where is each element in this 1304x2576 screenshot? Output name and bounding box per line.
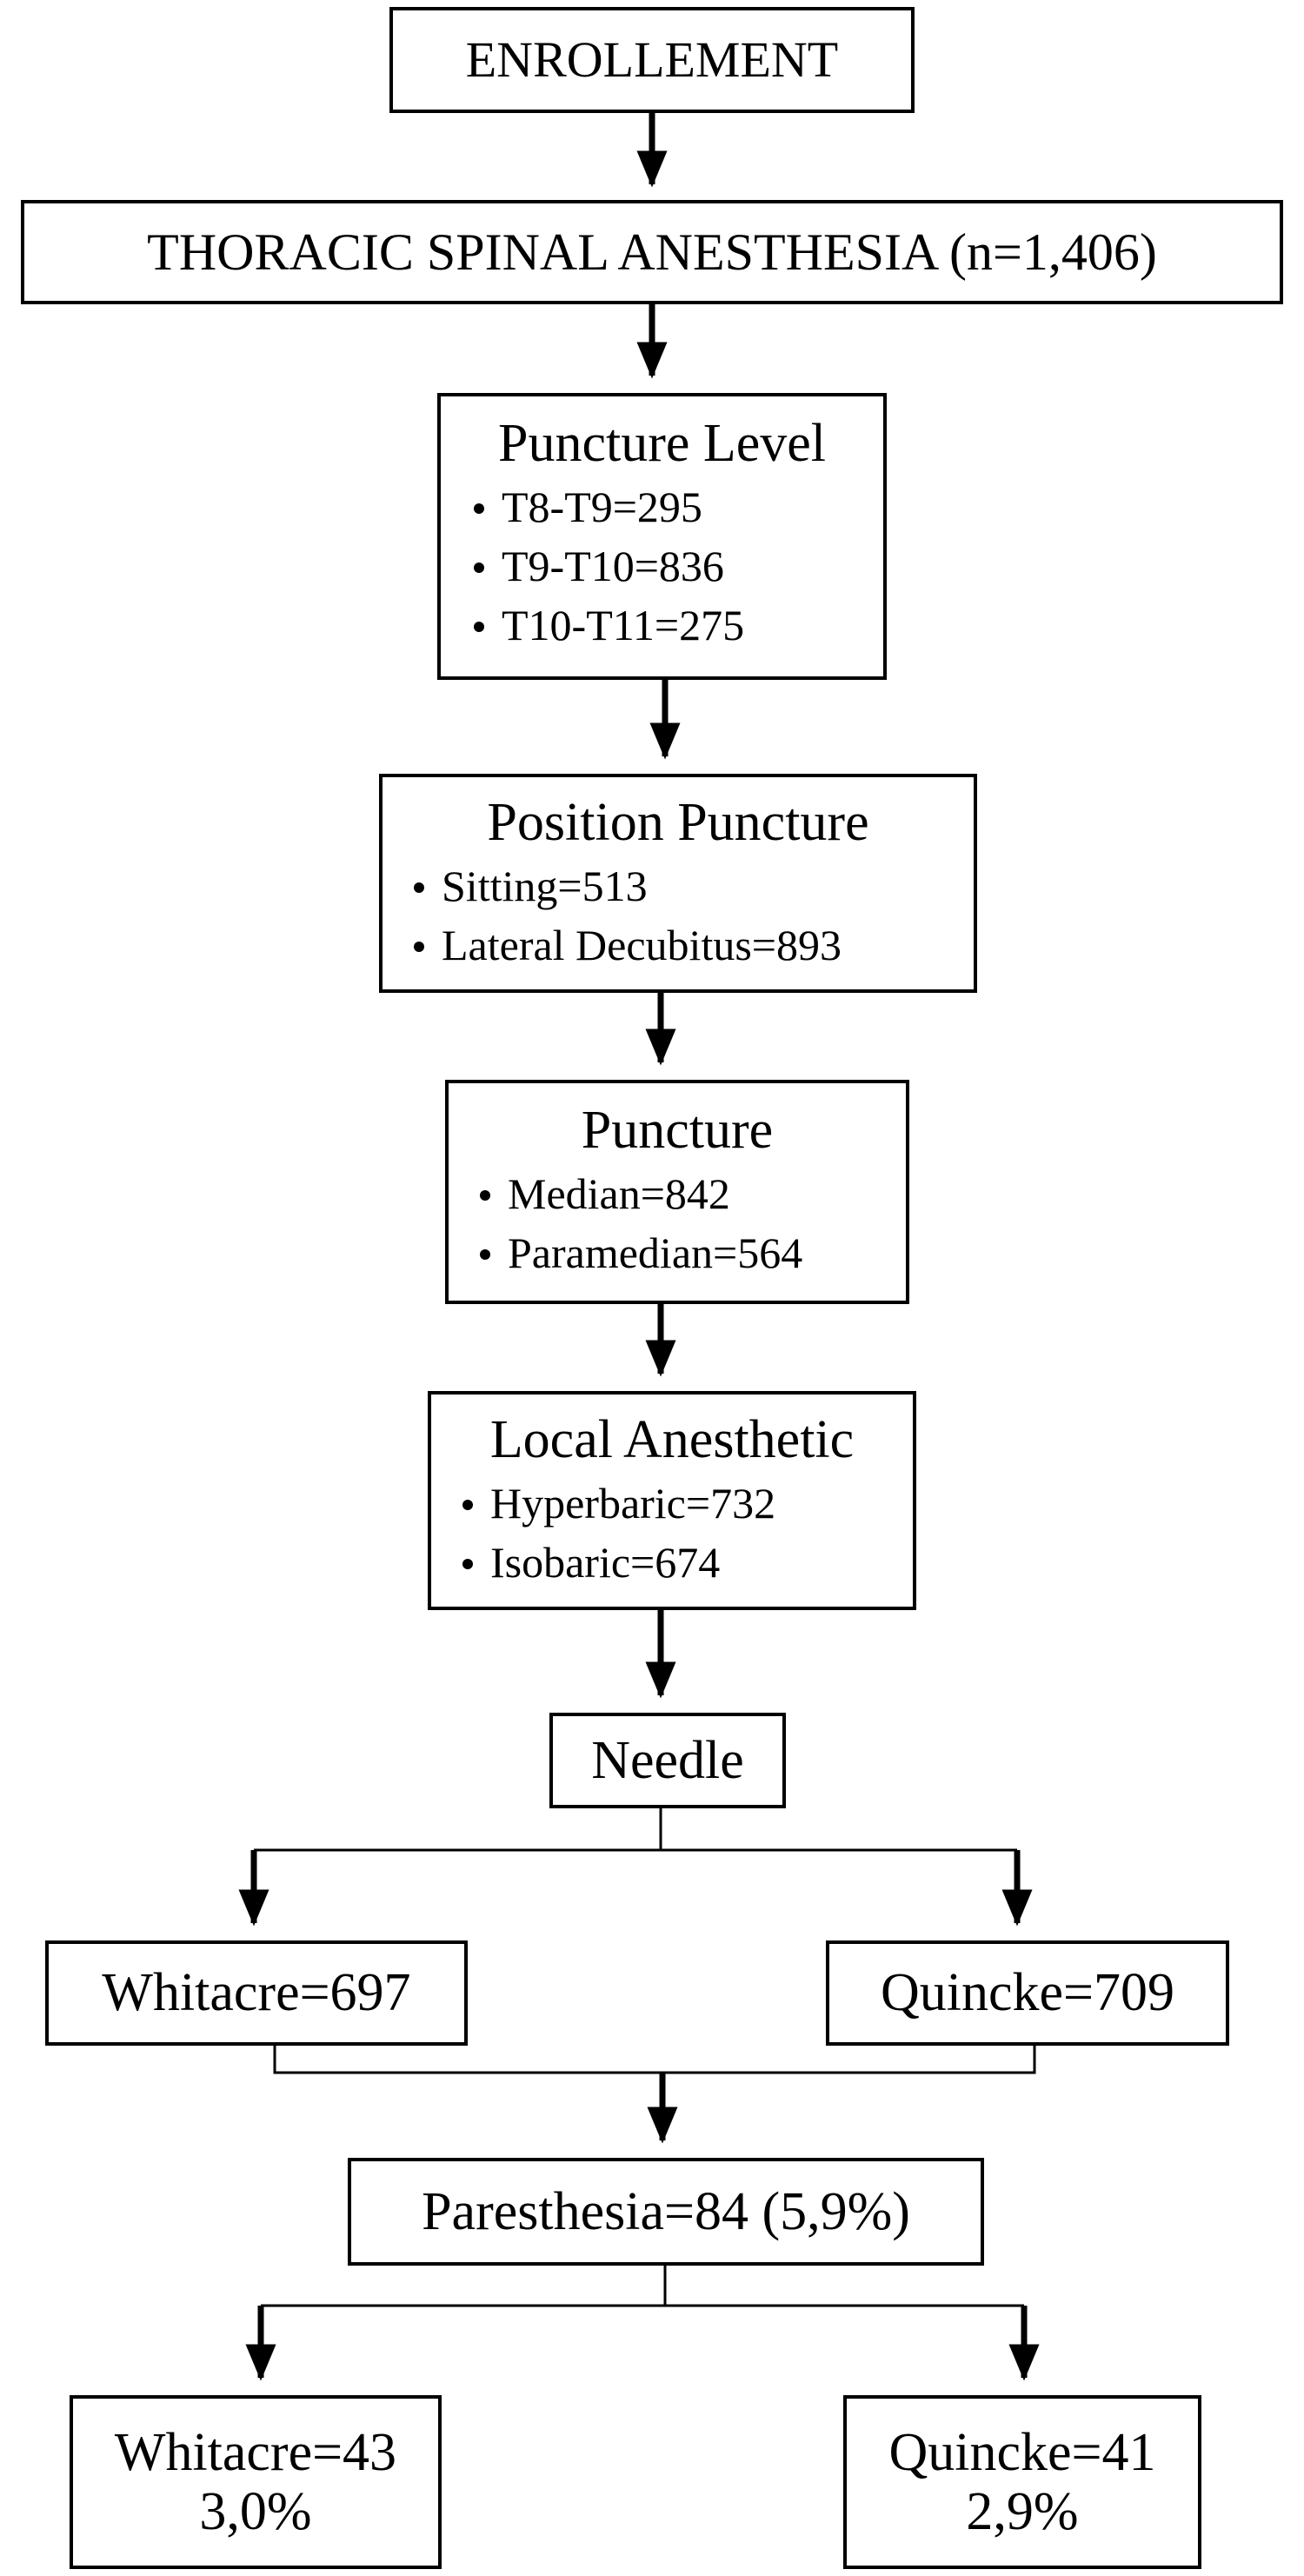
bullet-icon [474, 621, 484, 632]
thoracic-label: THORACIC SPINAL ANESTHESIA (n=1,406) [147, 223, 1157, 281]
puncture-level-item: T10-T11=275 [474, 596, 883, 655]
puncture-box: Puncture Median=842 Paramedian=564 [445, 1080, 909, 1304]
puncture-level-title: Puncture Level [497, 414, 827, 473]
paresthesia-box: Paresthesia=84 (5,9%) [348, 2158, 984, 2266]
needle-box: Needle [549, 1713, 786, 1808]
puncture-level-box: Puncture Level T8-T9=295 T9-T10=836 T10-… [437, 393, 887, 680]
quincke-box: Quincke=709 [826, 1940, 1229, 2046]
whitacre-label: Whitacre=697 [102, 1963, 411, 2023]
local-anesthetic-title: Local Anesthetic [489, 1410, 855, 1469]
bullet-icon [462, 1558, 473, 1569]
position-puncture-item: Lateral Decubitus=893 [414, 915, 974, 975]
quincke-result-count: Quincke=41 [888, 2422, 1156, 2482]
whitacre-result-pct: 3,0% [199, 2482, 312, 2541]
thoracic-box: THORACIC SPINAL ANESTHESIA (n=1,406) [21, 200, 1283, 304]
position-puncture-box: Position Puncture Sitting=513 Lateral De… [379, 774, 977, 993]
local-anesthetic-item: Hyperbaric=732 [462, 1474, 913, 1533]
puncture-level-item: T9-T10=836 [474, 536, 883, 596]
enrollment-box: ENROLLEMENT [389, 7, 915, 113]
position-puncture-title: Position Puncture [487, 793, 869, 852]
puncture-item: Median=842 [480, 1164, 906, 1223]
whitacre-result-count: Whitacre=43 [114, 2422, 397, 2482]
bullet-icon [480, 1189, 490, 1201]
quincke-result-box: Quincke=41 2,9% [843, 2395, 1201, 2569]
puncture-title: Puncture [581, 1101, 774, 1160]
bullet-icon [414, 941, 424, 952]
puncture-item: Paramedian=564 [480, 1223, 906, 1282]
puncture-level-item: T8-T9=295 [474, 477, 883, 536]
whitacre-box: Whitacre=697 [45, 1940, 468, 2046]
needle-label: Needle [591, 1730, 744, 1790]
merge-bracket [273, 2037, 1036, 2074]
local-anesthetic-item: Isobaric=674 [462, 1533, 913, 1592]
bullet-icon [474, 562, 484, 573]
position-puncture-item: Sitting=513 [414, 856, 974, 915]
bullet-icon [414, 882, 424, 893]
bullet-icon [474, 503, 484, 514]
bullet-icon [480, 1248, 490, 1260]
local-anesthetic-box: Local Anesthetic Hyperbaric=732 Isobaric… [428, 1391, 916, 1610]
bullet-icon [462, 1499, 473, 1510]
paresthesia-label: Paresthesia=84 (5,9%) [422, 2181, 910, 2241]
enrollment-label: ENROLLEMENT [465, 31, 839, 89]
whitacre-result-box: Whitacre=43 3,0% [70, 2395, 442, 2569]
quincke-label: Quincke=709 [880, 1963, 1174, 2023]
quincke-result-pct: 2,9% [966, 2482, 1079, 2541]
